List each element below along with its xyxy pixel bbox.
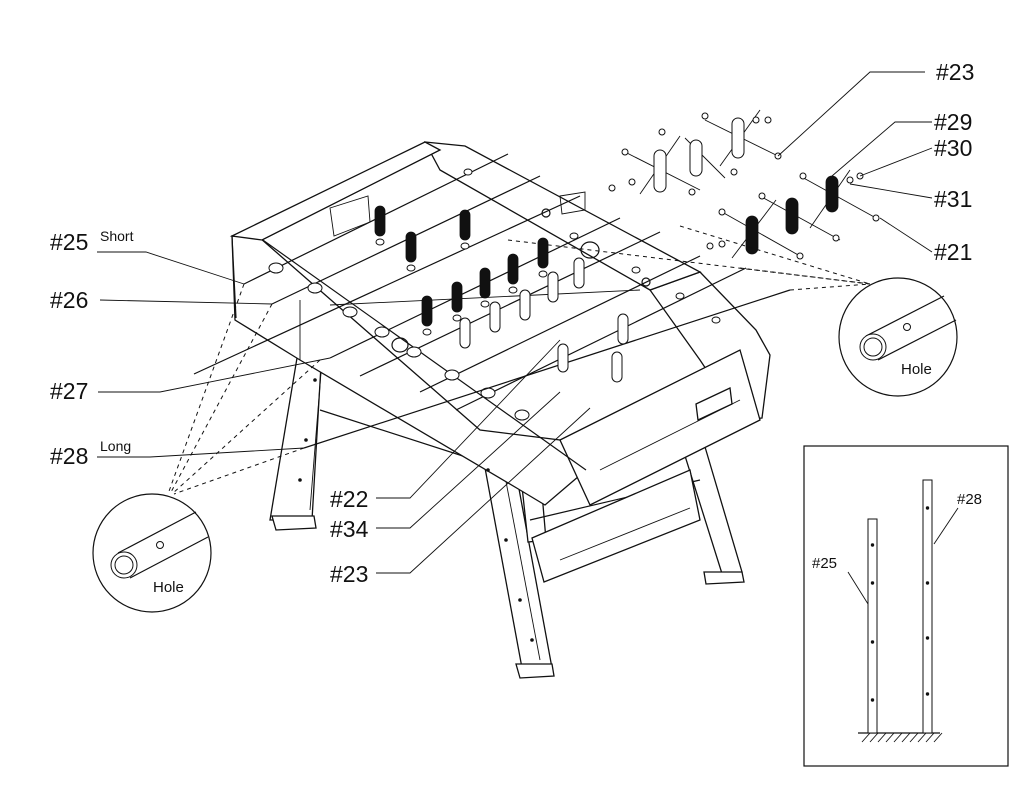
players bbox=[374, 205, 629, 383]
callout-25: #25 bbox=[50, 229, 88, 255]
light-player bbox=[547, 271, 559, 303]
detail-rod-end-right: Hole bbox=[838, 277, 958, 397]
callout-34: #34 bbox=[330, 516, 369, 542]
callout-22: #22 bbox=[330, 486, 368, 512]
callout-23-top: #23 bbox=[936, 59, 974, 85]
dark-player bbox=[405, 231, 417, 272]
inset-label-28: #28 bbox=[957, 491, 982, 508]
callout-28-note: Long bbox=[100, 438, 131, 454]
exploded-hardware bbox=[608, 109, 880, 260]
right-hole-label: Hole bbox=[901, 361, 932, 378]
dark-player bbox=[507, 253, 519, 294]
light-player bbox=[459, 317, 471, 349]
rod-28-long bbox=[922, 479, 933, 734]
dark-player bbox=[421, 295, 433, 336]
detail-leaders bbox=[167, 225, 871, 495]
inset-label-25: #25 bbox=[812, 555, 837, 572]
callout-29: #29 bbox=[934, 109, 972, 135]
rod-length-inset: #25 #28 bbox=[803, 445, 1009, 767]
callout-30: #30 bbox=[934, 135, 972, 161]
dark-player bbox=[459, 209, 471, 250]
light-player bbox=[557, 343, 569, 373]
detail-rod-end-left: Hole bbox=[92, 493, 212, 613]
callout-21: #21 bbox=[934, 239, 972, 265]
dark-player bbox=[451, 281, 463, 322]
light-player bbox=[611, 351, 623, 383]
callout-27: #27 bbox=[50, 378, 88, 404]
callout-28: #28 bbox=[50, 443, 88, 469]
light-player bbox=[617, 313, 629, 345]
table-legs bbox=[269, 339, 745, 679]
dark-player bbox=[537, 237, 549, 278]
rod-25-short bbox=[867, 518, 878, 734]
callout-23-bottom: #23 bbox=[330, 561, 368, 587]
callout-labels: #25 Short #26 #27 #28 Long #22 #34 #23 #… bbox=[50, 59, 974, 587]
callout-26: #26 bbox=[50, 287, 88, 313]
light-player bbox=[519, 289, 531, 321]
dark-player bbox=[479, 267, 491, 308]
light-player bbox=[573, 257, 585, 289]
dark-player bbox=[374, 205, 386, 246]
light-player bbox=[489, 301, 501, 333]
rods bbox=[193, 153, 791, 449]
callout-leaders bbox=[97, 71, 933, 574]
left-hole-label: Hole bbox=[153, 579, 184, 596]
table-cabinet bbox=[229, 141, 771, 642]
callout-31: #31 bbox=[934, 186, 972, 212]
callout-25-note: Short bbox=[100, 228, 134, 244]
